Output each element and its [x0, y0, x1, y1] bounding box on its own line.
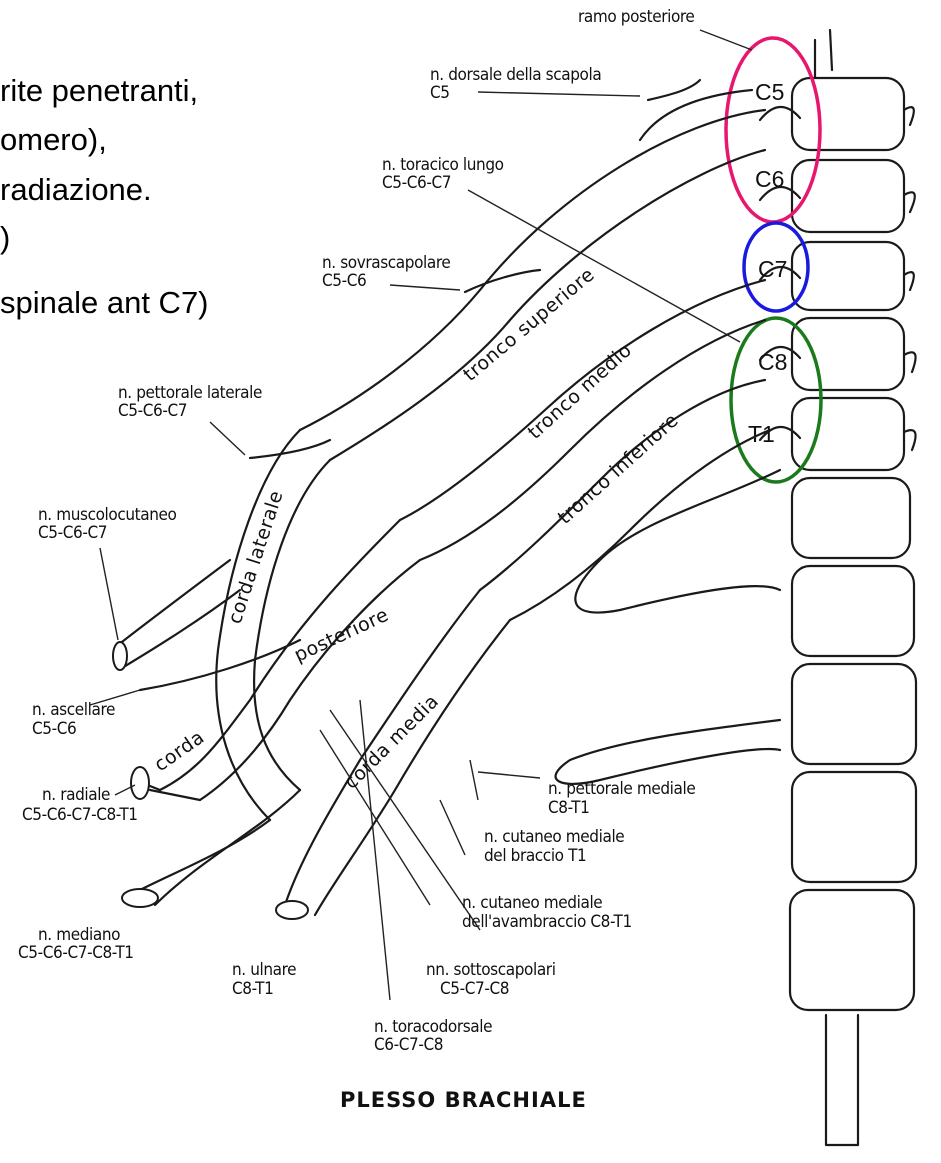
- label-dorsale-scapola-root: C5: [430, 83, 450, 103]
- spinal-column: [760, 30, 916, 1145]
- diagram-title: PLESSO BRACHIALE: [340, 1088, 587, 1112]
- label-pettorale-laterale: n. pettorale laterale: [118, 383, 262, 403]
- label-sottoscapolari: nn. sottoscapolari: [426, 960, 556, 980]
- label-cutaneo-braccio: n. cutaneo mediale: [484, 827, 624, 847]
- corda-media-label: corda media: [340, 690, 443, 793]
- label-ascellare: n. ascellare: [32, 700, 115, 720]
- vertebra-body-t2: [792, 478, 910, 558]
- label-ascellare-root: C5-C6: [32, 719, 76, 739]
- trunk-inferiore-label: tronco inferiore: [554, 409, 683, 528]
- label-ulnare-root: C8-T1: [232, 979, 273, 999]
- label-dorsale-scapola: n. dorsale della scapola: [430, 65, 601, 85]
- vertebra-body-c5: [792, 78, 904, 150]
- musculocutaneous-end: [113, 642, 127, 670]
- label-sovrascapolare-root: C5-C6: [322, 271, 366, 291]
- trunk-medio-label: tronco medio: [524, 339, 637, 444]
- vertebra-c7: C7: [758, 256, 787, 282]
- ulnar-nerve-end: [276, 901, 308, 919]
- vertebra-body-c8: [792, 318, 904, 390]
- vertebra-body-t6: [790, 890, 914, 1010]
- label-pettorale-laterale-root: C5-C6-C7: [118, 401, 187, 421]
- vertebra-body-t3: [792, 566, 914, 656]
- label-sovrascapolare: n. sovrascapolare: [322, 253, 450, 273]
- vertebra-body-t5: [792, 772, 916, 882]
- median-nerve-end: [122, 889, 158, 907]
- vertebra-body-t4: [792, 664, 916, 764]
- label-pettorale-mediale: n. pettorale mediale: [548, 779, 695, 799]
- label-toracico-lungo-root: C5-C6-C7: [382, 173, 451, 193]
- label-mediano: n. mediano: [38, 925, 120, 945]
- vertebra-body-c6: [792, 160, 904, 232]
- vertebra-c6: C6: [755, 166, 784, 192]
- label-toracico-lungo: n. toracico lungo: [382, 155, 504, 175]
- label-muscolocutaneo-root: C5-C6-C7: [38, 523, 107, 543]
- radial-nerve-end: [131, 767, 149, 799]
- label-cutaneo-avambraccio: n. cutaneo mediale: [462, 893, 602, 913]
- label-radiale: n. radiale: [42, 785, 110, 805]
- vertebra-c5: C5: [755, 79, 784, 105]
- rib-outline: [556, 470, 780, 784]
- vertebra-c8: C8: [758, 349, 787, 375]
- posteriore-label: posteriore: [291, 604, 392, 667]
- label-mediano-root: C5-C6-C7-C8-T1: [18, 943, 134, 963]
- label-pettorale-mediale-root: C8-T1: [548, 798, 589, 818]
- label-ulnare: n. ulnare: [232, 960, 296, 980]
- label-radiale-root: C5-C6-C7-C8-T1: [22, 805, 138, 825]
- label-toracodorsale: n. toracodorsale: [374, 1017, 492, 1037]
- label-sottoscapolari-root: C5-C7-C8: [440, 979, 509, 999]
- corda-label: corda: [150, 726, 208, 776]
- label-muscolocutaneo: n. muscolocutaneo: [38, 505, 177, 525]
- label-ramo-posteriore: ramo posteriore: [578, 7, 694, 27]
- label-cutaneo-avambraccio-2: dell'avambraccio C8-T1: [462, 912, 632, 932]
- trunk-superiore-label: tronco superiore: [459, 263, 599, 385]
- label-toracodorsale-root: C6-C7-C8: [374, 1035, 443, 1055]
- label-cutaneo-braccio-2: del braccio T1: [484, 846, 586, 866]
